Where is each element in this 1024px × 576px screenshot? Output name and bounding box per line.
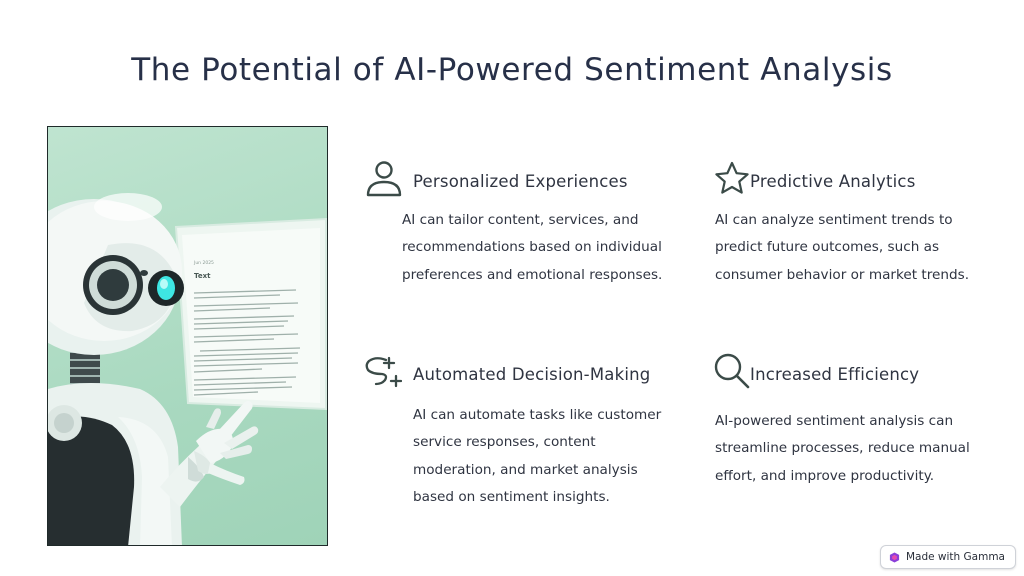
card-text-predictive-analytics: AI can analyze sentiment trends to predi… bbox=[715, 207, 969, 289]
card-text-increased-efficiency: AI-powered sentiment analysis can stream… bbox=[715, 408, 970, 490]
text-line: AI can automate tasks like customer bbox=[413, 407, 662, 423]
person-icon bbox=[366, 161, 402, 197]
text-line: service responses, content bbox=[413, 434, 596, 451]
robot-illustration: Jun 2025 Text bbox=[47, 126, 328, 546]
search-icon bbox=[714, 353, 750, 389]
card-text-automated-decision-making: AI can automate tasks like customer serv… bbox=[413, 402, 661, 511]
text-line: AI can analyze sentiment trends to bbox=[715, 212, 953, 228]
screen-heading: Text bbox=[194, 272, 211, 280]
text-line: AI can tailor content, services, and bbox=[402, 212, 639, 228]
card-title-predictive-analytics: Predictive Analytics bbox=[750, 172, 916, 191]
decision-icon bbox=[365, 356, 402, 388]
robot-body bbox=[48, 383, 182, 545]
card-text-personalized-experiences: AI can tailor content, services, and rec… bbox=[402, 207, 662, 289]
text-line: based on sentiment insights. bbox=[413, 488, 610, 505]
text-line: predict future outcomes, such as bbox=[715, 239, 940, 256]
slide-title: The Potential of AI-Powered Sentiment An… bbox=[131, 52, 893, 88]
text-line: recommendations based on individual bbox=[402, 239, 662, 256]
text-line: consumer behavior or market trends. bbox=[715, 266, 970, 283]
screen-date: Jun 2025 bbox=[193, 260, 214, 266]
card-title-increased-efficiency: Increased Efficiency bbox=[750, 365, 920, 384]
badge-label: Made with Gamma bbox=[905, 551, 1005, 563]
made-with-gamma-badge[interactable]: Made with Gamma bbox=[879, 545, 1016, 569]
gamma-logo-icon bbox=[889, 551, 900, 563]
card-title-personalized-experiences: Personalized Experiences bbox=[413, 172, 628, 191]
star-icon bbox=[715, 161, 749, 194]
text-line: effort, and improve productivity. bbox=[715, 467, 935, 484]
text-line: preferences and emotional responses. bbox=[402, 266, 663, 283]
text-line: streamline processes, reduce manual bbox=[715, 440, 970, 457]
robot-arm bbox=[160, 401, 259, 507]
floating-screen: Jun 2025 Text bbox=[174, 217, 327, 411]
text-line: AI-powered sentiment analysis can bbox=[715, 413, 954, 429]
card-title-automated-decision-making: Automated Decision-Making bbox=[413, 365, 651, 384]
robot-head bbox=[48, 193, 184, 355]
robot-artwork: Jun 2025 Text bbox=[48, 193, 327, 545]
text-line: moderation, and market analysis bbox=[413, 461, 638, 478]
